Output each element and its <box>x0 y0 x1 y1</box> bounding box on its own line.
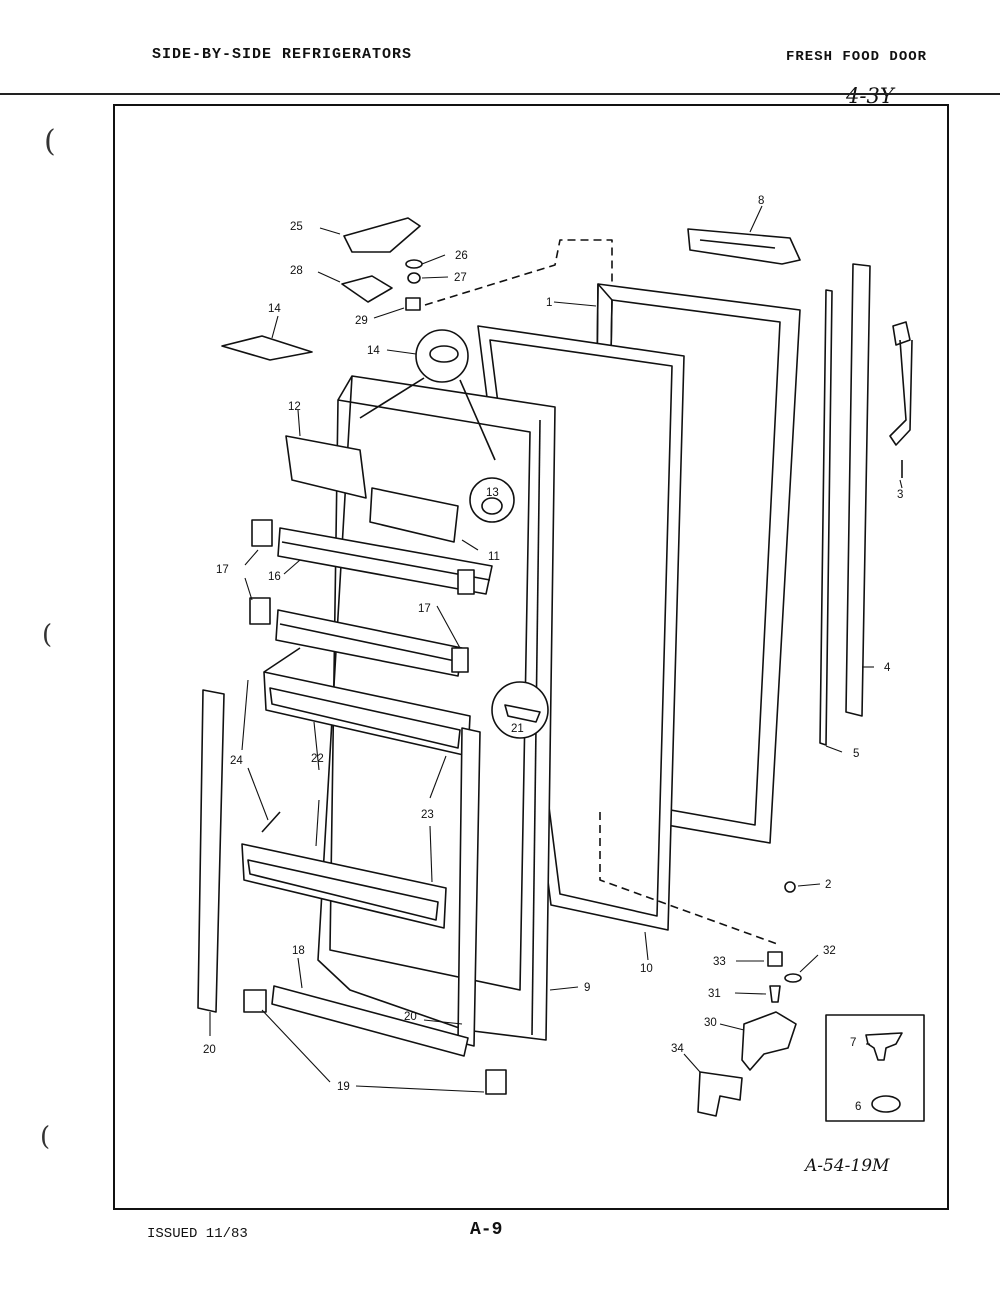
right-shelf-rail <box>457 727 481 1047</box>
binder-hole-mark: ( <box>44 124 56 159</box>
shelf-clip <box>243 989 267 1013</box>
hinge-shim <box>697 1071 743 1117</box>
hinge-pin-nut <box>405 297 421 311</box>
binder-hole-mark: ( <box>40 1122 51 1152</box>
shelf-clip <box>251 519 273 547</box>
washer <box>784 973 802 983</box>
door-stop <box>221 335 313 361</box>
trim-strip <box>845 263 871 717</box>
callout: 14 <box>268 303 281 315</box>
drawing-number: A-54-19M <box>805 1156 890 1176</box>
hinge-pin <box>769 985 781 1003</box>
callout: 17 <box>418 603 431 615</box>
bottom-bar-shelf <box>271 985 469 1057</box>
callout: 20 <box>203 1044 216 1056</box>
callout: 17 <box>216 564 229 576</box>
callout: 4 <box>884 662 891 674</box>
callout: 10 <box>640 963 653 975</box>
inset-box <box>825 1014 925 1122</box>
bushing <box>407 272 421 284</box>
callout: 26 <box>455 250 468 262</box>
hinge-bushing <box>767 951 783 967</box>
issued-date: ISSUED 11/83 <box>147 1226 248 1242</box>
page-number: A-9 <box>470 1220 503 1240</box>
callout: 11 <box>488 551 500 563</box>
callout-labels: 1 2 3 4 5 6 7 8 9 10 11 12 13 14 14 16 1… <box>203 195 903 1113</box>
callout: 21 <box>511 723 524 735</box>
shelf-clip <box>249 597 271 625</box>
shelf-clip <box>485 1069 507 1095</box>
callout: 28 <box>290 265 303 277</box>
callout: 14 <box>367 345 380 357</box>
header-rule <box>0 93 1000 95</box>
detail-shelf-end <box>491 681 549 739</box>
callout: 24 <box>230 755 243 767</box>
upper-bar-shelf <box>277 527 493 595</box>
callout: 12 <box>288 401 301 413</box>
callout: 22 <box>311 753 324 765</box>
callout: 27 <box>454 272 467 284</box>
dairy-shelf <box>369 487 459 543</box>
callout: 23 <box>421 809 434 821</box>
washer <box>405 259 423 269</box>
callout: 20 <box>404 1011 417 1023</box>
section-title: SIDE-BY-SIDE REFRIGERATORS <box>152 46 413 63</box>
callout: 33 <box>713 956 726 968</box>
subsection-title: FRESH FOOD DOOR <box>786 49 928 65</box>
door-handle <box>889 321 913 478</box>
callout: 29 <box>355 315 368 327</box>
grommet <box>871 1095 901 1113</box>
detail-cam <box>415 329 469 383</box>
callout: 32 <box>823 945 836 957</box>
callout: 30 <box>704 1017 717 1029</box>
callout: 16 <box>268 571 281 583</box>
detail-button <box>469 477 515 523</box>
callout: 18 <box>292 945 305 957</box>
left-shelf-rail <box>197 689 225 1013</box>
callout: 2 <box>825 879 831 891</box>
hinge-plug <box>784 881 796 893</box>
binder-hole-mark: ( <box>42 620 53 650</box>
callout: 8 <box>758 195 764 207</box>
callout: 19 <box>337 1081 350 1093</box>
callout: 25 <box>290 221 303 233</box>
callout: 5 <box>853 748 859 760</box>
hinge-shim <box>341 275 393 303</box>
button-cap <box>865 1032 903 1061</box>
diagram-frame <box>113 104 949 1210</box>
callout: 7 <box>850 1037 856 1049</box>
lower-door-bin <box>241 811 447 929</box>
hinge-bracket <box>343 217 421 253</box>
callout: 3 <box>897 489 903 501</box>
dairy-door <box>285 435 367 499</box>
callout: 31 <box>708 988 721 1000</box>
shelf-clip <box>451 647 469 673</box>
middle-bar-shelf <box>275 609 463 677</box>
shelf-clip <box>457 569 475 595</box>
callout: 34 <box>671 1043 684 1055</box>
callout: 6 <box>855 1101 861 1113</box>
side-trim <box>819 289 833 746</box>
bottom-hinge <box>741 1011 797 1071</box>
callout: 9 <box>584 982 590 994</box>
callout: 13 <box>486 487 499 499</box>
callout: 1 <box>546 297 552 309</box>
top-hinge-cover <box>687 228 801 265</box>
